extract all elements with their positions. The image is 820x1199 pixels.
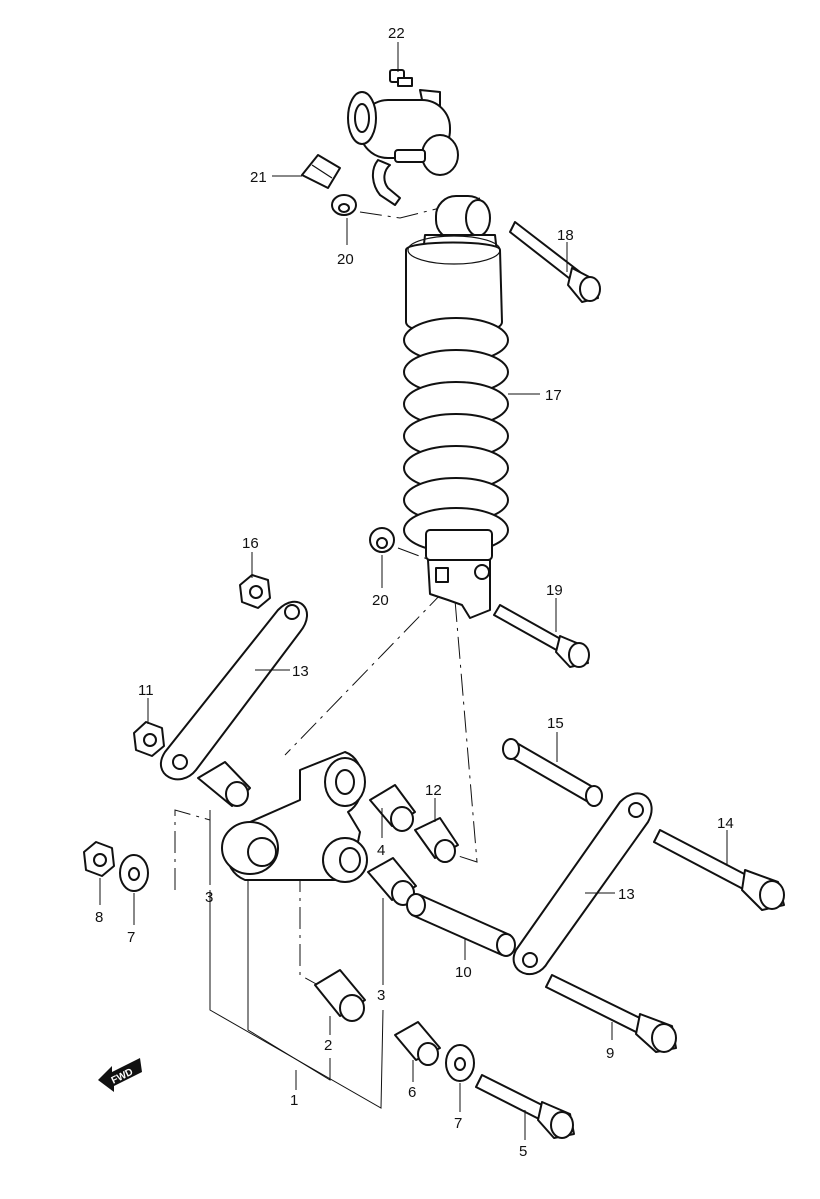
callout-1: 1 xyxy=(290,1092,298,1109)
clip-21 xyxy=(301,154,341,189)
callout-11: 11 xyxy=(138,682,154,699)
callout-13-lower: 13 xyxy=(618,886,635,903)
sleeve-10 xyxy=(406,893,516,957)
bolt-19 xyxy=(493,604,590,668)
callout-17: 17 xyxy=(545,387,562,404)
washer-7-right xyxy=(445,1044,475,1082)
shock-absorber-17 xyxy=(403,195,509,619)
bushing-4 xyxy=(369,784,416,832)
callout-3-right: 3 xyxy=(377,987,385,1004)
callout-13-upper: 13 xyxy=(292,663,309,680)
fwd-arrow-icon: FWD xyxy=(98,1058,142,1092)
callout-14: 14 xyxy=(717,815,734,832)
bolt-5 xyxy=(475,1074,575,1139)
callout-15: 15 xyxy=(547,715,564,732)
nut-8 xyxy=(83,841,115,877)
callout-10: 10 xyxy=(455,964,472,981)
callout-20-bottom: 20 xyxy=(372,592,389,609)
fwd-label: FWD xyxy=(110,1067,135,1087)
callout-9: 9 xyxy=(606,1045,614,1062)
nut-16 xyxy=(239,574,271,609)
tie-rod-13-lower xyxy=(512,792,653,976)
reservoir-adjuster xyxy=(347,89,459,206)
small-bolt-22 xyxy=(389,69,413,87)
callout-4: 4 xyxy=(377,842,385,859)
sleeve-15 xyxy=(502,738,603,807)
washer-7-left xyxy=(119,854,149,892)
tie-rod-13-upper xyxy=(159,600,308,781)
callout-20-top: 20 xyxy=(337,251,354,268)
callout-22: 22 xyxy=(388,25,405,42)
nut-11 xyxy=(133,721,165,757)
cushion-lever-1 xyxy=(221,751,368,883)
bushing-3-left xyxy=(197,761,251,807)
washer-20-top xyxy=(331,194,357,216)
callout-16: 16 xyxy=(242,535,259,552)
bushing-2 xyxy=(314,969,366,1022)
collar-6 xyxy=(394,1021,441,1066)
leader-lines xyxy=(99,42,728,1140)
callout-3-left: 3 xyxy=(205,889,213,906)
collar-12 xyxy=(414,817,459,863)
callout-2: 2 xyxy=(324,1037,332,1054)
callout-18: 18 xyxy=(557,227,574,244)
callout-7-right: 7 xyxy=(454,1115,462,1132)
bolt-18 xyxy=(509,221,601,303)
callout-6: 6 xyxy=(408,1084,416,1101)
bolt-14 xyxy=(653,829,785,911)
callout-8: 8 xyxy=(95,909,103,926)
callouts: 22 21 20 18 17 16 20 19 13 11 15 12 4 14… xyxy=(95,25,734,1160)
washer-20-bottom xyxy=(369,527,395,553)
callout-5: 5 xyxy=(519,1143,527,1160)
callout-7-left: 7 xyxy=(127,929,135,946)
callout-19: 19 xyxy=(546,582,563,599)
callout-21: 21 xyxy=(250,169,267,186)
callout-12: 12 xyxy=(425,782,442,799)
bolt-9 xyxy=(545,974,677,1053)
